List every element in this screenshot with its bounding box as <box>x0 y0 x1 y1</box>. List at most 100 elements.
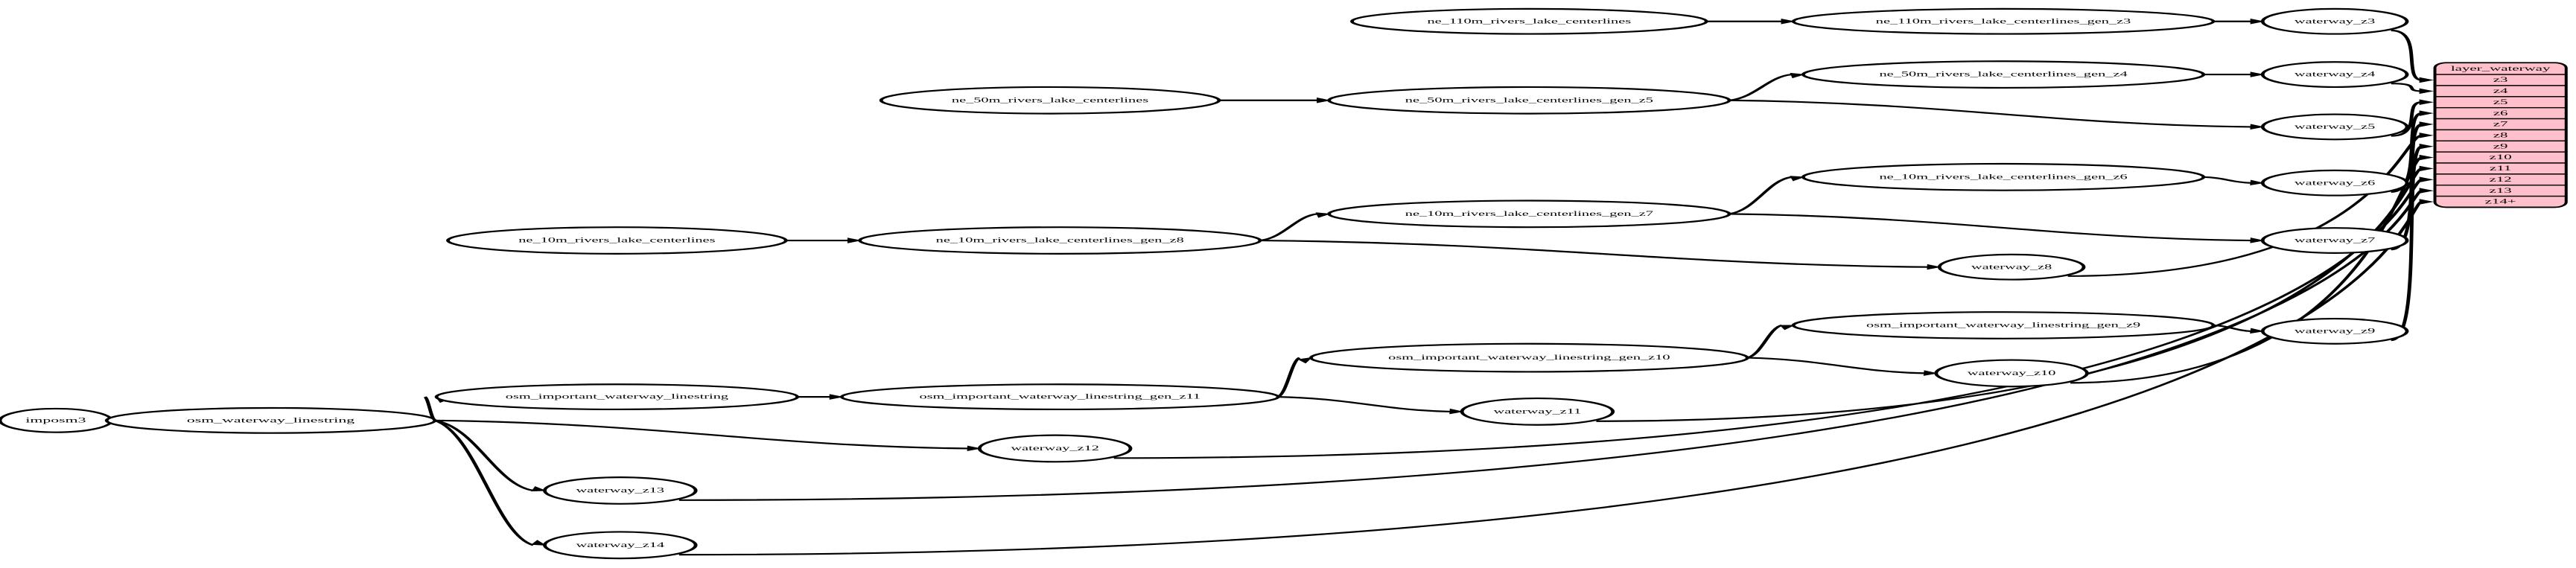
graph-node-osm_iwl_z9[interactable]: osm_important_waterway_linestring_gen_z9 <box>1791 311 2216 339</box>
edge-waterway_z14-to-table_z14plus <box>678 200 2424 556</box>
edge-ne10m_z8-to-ne10m_z7 <box>1259 213 1319 242</box>
graph-node-ne110m[interactable]: ne_110m_rivers_lake_centerlines <box>1350 7 1708 35</box>
edge-ne50m_z5-to-waterway_z5 <box>1729 99 2251 128</box>
edge-arrowhead <box>2419 154 2434 161</box>
table-row[interactable] <box>2435 195 2566 208</box>
graph-node-waterway_z8[interactable]: waterway_z8 <box>1937 253 2086 281</box>
edge-arrowhead <box>2419 110 2434 116</box>
node-ellipse <box>1937 253 2086 281</box>
graph-node-waterway_z14[interactable]: waterway_z14 <box>543 531 698 560</box>
graph-node-ne50m_z4[interactable]: ne_50m_rivers_lake_centerlines_gen_z4 <box>1801 60 2206 89</box>
node-label: waterway_z10 <box>1968 369 2056 377</box>
graph-node-ne50m_z5[interactable]: ne_50m_rivers_lake_centerlines_gen_z5 <box>1327 86 1731 115</box>
node-ellipse <box>839 383 1280 411</box>
edge-arrowhead <box>1317 98 1332 103</box>
node-ellipse <box>1350 7 1708 35</box>
graph-node-waterway_z7[interactable]: waterway_z7 <box>2260 227 2409 254</box>
graph-node-waterway_z4[interactable]: waterway_z4 <box>2260 61 2409 89</box>
table-row-label: z10 <box>2490 153 2512 161</box>
graph-node-osm_iwl_z11[interactable]: osm_important_waterway_linestring_gen_z1… <box>839 383 1280 411</box>
node-ellipse <box>977 434 1133 463</box>
node-label: ne_50m_rivers_lake_centerlines_gen_z5 <box>1405 97 1653 104</box>
edge-osm_iwl_z11-to-osm_iwl_z10 <box>1276 357 1301 398</box>
graph-node-ne10m_z6[interactable]: ne_10m_rivers_lake_centerlines_gen_z6 <box>1801 162 2206 191</box>
graph-node-waterway_z6[interactable]: waterway_z6 <box>2260 169 2409 197</box>
edge-arrowhead <box>2419 88 2434 95</box>
node-label: ne_10m_rivers_lake_centerlines_gen_z8 <box>936 237 1184 244</box>
node-label: osm_waterway_linestring <box>187 416 355 424</box>
edge-arrowhead <box>1779 325 1796 331</box>
edge-waterway_z3-to-table_z3 <box>2391 29 2423 81</box>
graph-node-ne50m[interactable]: ne_50m_rivers_lake_centerlines <box>879 86 1221 115</box>
graph-node-ne10m_z8[interactable]: ne_10m_rivers_lake_centerlines_gen_z8 <box>858 226 1262 255</box>
node-ellipse <box>1791 7 2216 35</box>
table-row-label: z14+ <box>2485 198 2516 205</box>
edge-arrowhead <box>1790 72 1806 79</box>
node-label: waterway_z5 <box>2294 123 2376 130</box>
edge-arrowhead <box>1781 19 1796 25</box>
graph-node-ne110m_z3[interactable]: ne_110m_rivers_lake_centerlines_gen_z3 <box>1791 7 2216 35</box>
node-ellipse <box>2260 169 2409 197</box>
graph-node-osm_iwl[interactable]: osm_important_waterway_linestring <box>434 383 800 411</box>
edge-arrowhead <box>847 237 862 243</box>
edge-arrowhead <box>829 394 845 400</box>
node-ellipse <box>1801 162 2206 191</box>
node-label: osm_important_waterway_linestring_gen_z1… <box>919 393 1200 401</box>
edge-osm_iwl_z11-to-waterway_z11 <box>1278 396 1451 413</box>
graph-node-waterway_z3[interactable]: waterway_z3 <box>2260 7 2409 35</box>
graph-node-waterway_z13[interactable]: waterway_z13 <box>543 476 698 505</box>
node-ellipse <box>434 383 800 411</box>
node-label: ne_50m_rivers_lake_centerlines <box>952 97 1148 104</box>
node-label: waterway_z9 <box>2294 328 2376 335</box>
table-row-label: z11 <box>2490 165 2511 172</box>
node-ellipse <box>1327 86 1731 115</box>
edge-ne10m_z8-to-waterway_z8 <box>1259 239 1928 268</box>
graph-node-waterway_z11[interactable]: waterway_z11 <box>1460 398 1615 426</box>
node-ellipse <box>446 226 788 255</box>
graph-node-ne10m_z7[interactable]: ne_10m_rivers_lake_centerlines_gen_z7 <box>1327 200 1731 229</box>
edge-osm_wl-to-waterway_z13 <box>433 419 535 491</box>
edge-arrowhead <box>1923 370 1939 376</box>
edge-arrowhead <box>2250 71 2265 77</box>
node-label: waterway_z6 <box>2294 179 2376 187</box>
edge-waterway_z13-to-table_z13 <box>678 190 2423 501</box>
table-header-label: layer_waterway <box>2451 65 2551 72</box>
node-label: waterway_z14 <box>576 541 665 549</box>
node-label: ne_10m_rivers_lake_centerlines_gen_z7 <box>1405 210 1653 217</box>
node-ellipse <box>858 226 1262 255</box>
edges-layer <box>95 19 2434 556</box>
graph-node-osm_iwl_z10[interactable]: osm_important_waterway_linestring_gen_z1… <box>1308 342 1749 373</box>
node-ellipse <box>1327 200 1731 229</box>
node-label: ne_10m_rivers_lake_centerlines_gen_z6 <box>1880 173 2128 181</box>
node-ellipse <box>543 476 698 505</box>
edge-arrowhead <box>1790 176 1805 182</box>
graph-node-imposm3[interactable]: imposm3 <box>0 407 114 433</box>
edge-arrowhead <box>2419 176 2434 183</box>
node-ellipse <box>2260 227 2409 254</box>
graph-node-waterway_z9[interactable]: waterway_z9 <box>2260 317 2409 345</box>
edge-arrowhead <box>531 486 547 492</box>
graph-node-waterway_z5[interactable]: waterway_z5 <box>2260 113 2409 141</box>
edge-arrowhead <box>2419 143 2434 150</box>
node-label: waterway_z13 <box>576 487 665 494</box>
edge-osm_wl-to-waterway_z12 <box>434 419 968 450</box>
graph-node-ne10m[interactable]: ne_10m_rivers_lake_centerlines <box>446 226 788 255</box>
table-row-label: z5 <box>2493 98 2508 106</box>
node-label: ne_110m_rivers_lake_centerlines_gen_z3 <box>1876 18 2131 25</box>
edge-ne50m_z5-to-ne50m_z4 <box>1729 74 1793 101</box>
table-outline <box>2433 62 2568 208</box>
edge-arrowhead <box>1927 264 1941 270</box>
graph-node-waterway_z10[interactable]: waterway_z10 <box>1934 359 2089 388</box>
node-label: waterway_z7 <box>2294 237 2376 244</box>
graph-node-waterway_z12[interactable]: waterway_z12 <box>977 434 1133 463</box>
edge-waterway_z10-to-table_z10 <box>2070 156 2424 384</box>
node-label: waterway_z3 <box>2294 18 2376 25</box>
nodes-layer: imposm3 osm_waterway_linestring osm_import… <box>0 7 2409 560</box>
graph-node-osm_wl[interactable]: osm_waterway_linestring <box>104 406 437 434</box>
edge-osm_iwl_z10-to-waterway_z10 <box>1747 357 1925 374</box>
edge-arrowhead <box>2250 179 2265 186</box>
node-label: osm_important_waterway_linestring_gen_z1… <box>1388 354 1670 362</box>
node-label: ne_50m_rivers_lake_centerlines_gen_z4 <box>1880 71 2128 78</box>
